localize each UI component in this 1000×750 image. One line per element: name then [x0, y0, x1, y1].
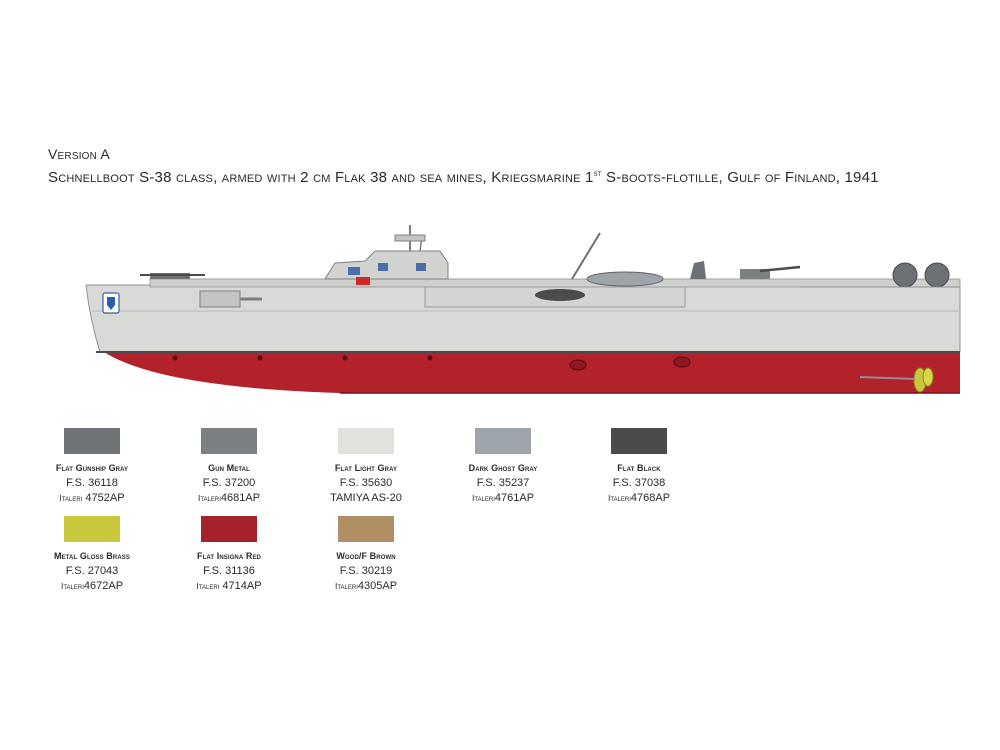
sea-mine — [892, 262, 918, 288]
color-chip — [64, 428, 120, 454]
swatch-flat-black: Flat Black F.S. 37038 Italeri4768AP — [571, 428, 707, 506]
caption: Schnellboot S-38 class, armed with 2 cm … — [48, 168, 879, 186]
swatch-name: Dark Ghost Gray — [468, 463, 538, 473]
swatch-name: Flat Gunship Gray — [55, 463, 129, 473]
swatch-flat-gunship-gray: Flat Gunship Gray F.S. 36118 Italeri 475… — [24, 428, 160, 506]
swatch-paint-code: Italeri 4752AP — [59, 492, 125, 504]
ship-illustration — [85, 225, 961, 394]
swatch-fs-code: F.S. 36118 — [66, 477, 118, 489]
swatch-gun-metal: Gun Metal F.S. 37200 Italeri4681AP — [161, 428, 297, 506]
swatch-paint-code: Italeri4672AP — [60, 580, 124, 592]
swatch-paint-code: Italeri4305AP — [334, 580, 398, 592]
swatch-name: Flat Insigna Red — [197, 551, 261, 561]
caption-tail: S-boots-flotille, Gulf of Finland, 1941 — [601, 169, 879, 186]
color-chip — [338, 428, 394, 454]
swatch-flat-light-gray: Flat Light Gray F.S. 35630 TAMIYA AS-20 — [298, 428, 434, 506]
caption-superscript: st — [593, 168, 602, 178]
swatch-name: Flat Black — [617, 463, 661, 473]
swatch-wood-f-brown: Wood/F Brown F.S. 30219 Italeri4305AP — [298, 516, 434, 594]
swatch-fs-code: F.S. 35630 — [339, 477, 393, 489]
swatch-fs-code: F.S. 37038 — [612, 477, 666, 489]
swatch-fs-code: F.S. 31136 — [203, 565, 255, 577]
version-label: Version A — [48, 146, 110, 162]
swatch-name: Wood/F Brown — [336, 551, 396, 561]
color-chip — [475, 428, 531, 454]
swatch-paint-code: Italeri4768AP — [607, 492, 671, 504]
color-chip — [611, 428, 667, 454]
swatch-fs-code: F.S. 27043 — [65, 565, 119, 577]
swatch-name: Flat Light Gray — [334, 463, 398, 473]
dinghy — [586, 271, 664, 287]
swatch-metal-gloss-brass: Metal Gloss Brass F.S. 27043 Italeri4672… — [24, 516, 160, 594]
caption-main: Schnellboot S-38 class, armed with 2 cm … — [48, 169, 594, 186]
lower-hull — [98, 348, 960, 393]
swatch-dark-ghost-gray: Dark Ghost Gray F.S. 35237 Italeri4761AP — [435, 428, 571, 506]
color-chip — [201, 428, 257, 454]
swatch-fs-code: F.S. 30219 — [339, 565, 393, 577]
swatch-paint-code: Italeri4761AP — [471, 492, 535, 504]
color-chip — [338, 516, 394, 542]
swatch-fs-code: F.S. 35237 — [476, 477, 530, 489]
swatch-name: Metal Gloss Brass — [54, 551, 130, 561]
sea-mine — [924, 262, 950, 288]
swatch-name: Gun Metal — [208, 463, 250, 473]
swatch-fs-code: F.S. 37200 — [202, 477, 256, 489]
color-chip — [64, 516, 120, 542]
color-chip — [201, 516, 257, 542]
swatch-flat-insigna-red: Flat Insigna Red F.S. 31136 Italeri 4714… — [161, 516, 297, 594]
swatch-paint-code: Italeri4681AP — [197, 492, 261, 504]
swatch-paint-code: Italeri 4714AP — [196, 580, 262, 592]
swatch-paint-code: TAMIYA AS-20 — [330, 492, 402, 504]
